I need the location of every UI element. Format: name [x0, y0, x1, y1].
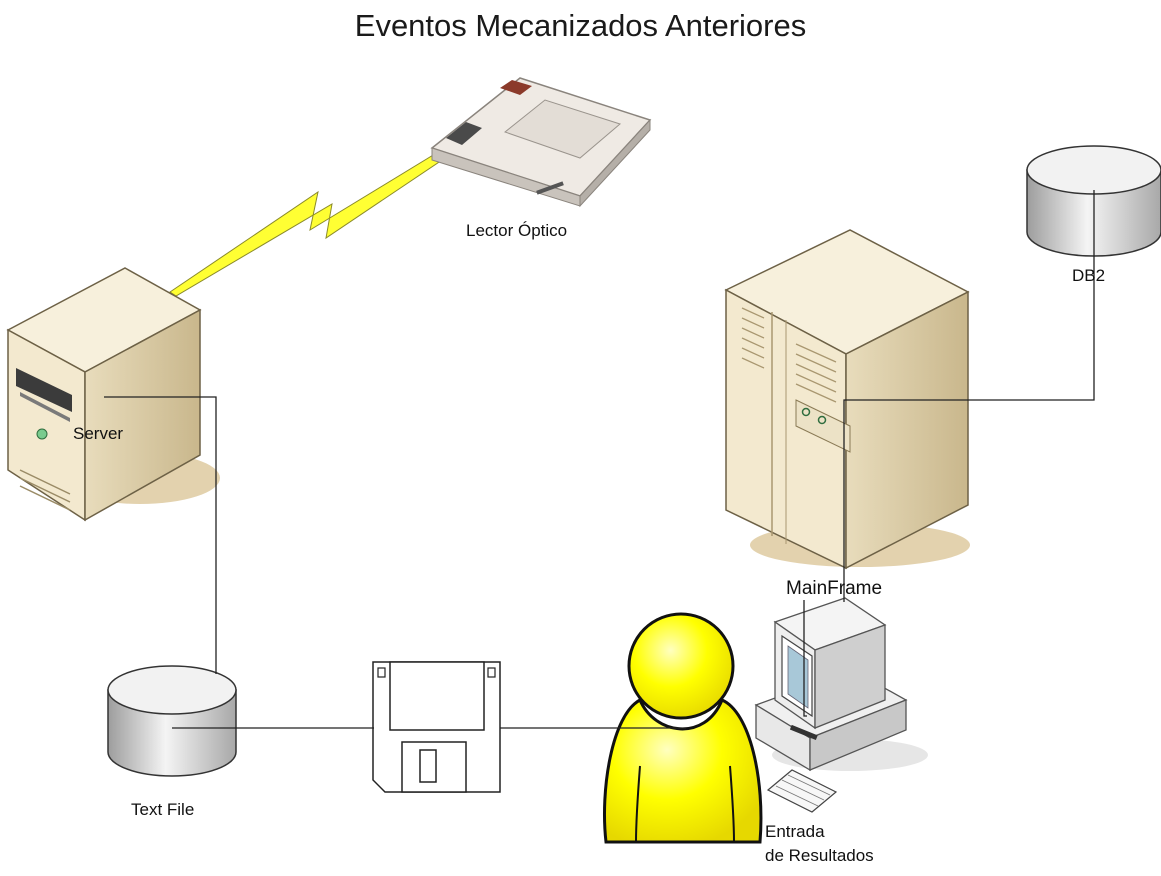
workstation-icon — [754, 597, 928, 813]
mainframe-icon — [724, 229, 970, 570]
optical-reader-icon — [430, 77, 652, 208]
wireless-link-icon — [169, 145, 455, 297]
connector-mainframe-workstation — [803, 600, 807, 717]
db2-label: DB2 — [1072, 266, 1106, 285]
diagram-title: Eventos Mecanizados Anteriores — [354, 8, 807, 43]
server-icon — [6, 267, 220, 522]
mainframe-label: MainFrame — [786, 578, 883, 599]
connector-server-textfile — [104, 396, 217, 674]
text-file-disk-icon — [107, 665, 237, 777]
entrada-label-line2: de Resultados — [765, 846, 874, 865]
lector-optico-label: Lector Óptico — [466, 221, 568, 240]
connector-lines — [104, 190, 1095, 729]
connector-db2-mainframe — [843, 190, 1095, 602]
text-file-label: Text File — [131, 800, 195, 819]
floppy-disk-icon — [372, 661, 501, 793]
entrada-label-line1: Entrada — [765, 822, 825, 841]
server-label: Server — [73, 424, 124, 443]
user-icon — [603, 612, 763, 844]
